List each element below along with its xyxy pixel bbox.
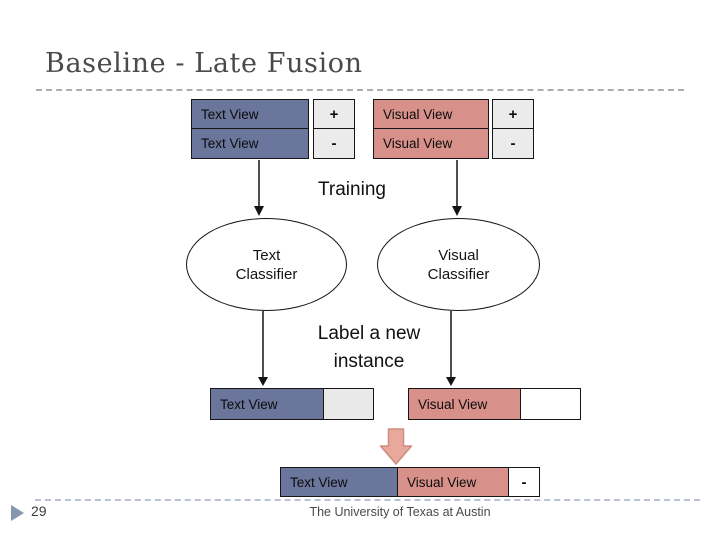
arrowhead-text-label — [258, 377, 268, 386]
training-text-pos-sign: + — [313, 99, 355, 129]
training-visual-neg-sign: - — [492, 128, 534, 159]
block-down-arrow-icon — [379, 428, 413, 465]
training-text-neg-sign: - — [313, 128, 355, 159]
arrowhead-text-training — [254, 206, 264, 216]
arrowhead-visual-label — [446, 377, 456, 386]
test-text-view-cell: Text View — [210, 388, 324, 420]
result-text-view-cell: Text View — [280, 467, 398, 497]
footer-divider — [35, 499, 700, 501]
test-text-empty-cell — [323, 388, 374, 420]
page-bullet-icon — [11, 505, 24, 521]
result-sign-cell: - — [508, 467, 540, 497]
training-label: Training — [318, 179, 386, 200]
training-text-view-pos-cell: Text View — [191, 99, 309, 129]
arrowhead-visual-training — [452, 206, 462, 216]
training-text-view-neg-cell: Text View — [191, 128, 309, 159]
label-new-instance-label: Label a new instance — [317, 323, 421, 372]
slide-title: Baseline - Late Fusion — [45, 48, 363, 79]
text-classifier-ellipse: Text Classifier — [186, 218, 347, 311]
test-visual-view-cell: Visual View — [408, 388, 521, 420]
footer-institution: The University of Texas at Austin — [309, 505, 491, 519]
result-visual-view-cell: Visual View — [397, 467, 509, 497]
title-divider — [36, 89, 684, 91]
training-visual-pos-sign: + — [492, 99, 534, 129]
text-classifier-label: Text Classifier — [235, 246, 298, 283]
training-visual-view-neg-cell: Visual View — [373, 128, 489, 159]
visual-classifier-ellipse: Visual Classifier — [377, 218, 540, 311]
test-visual-empty-cell — [520, 388, 581, 420]
training-visual-view-pos-cell: Visual View — [373, 99, 489, 129]
visual-classifier-label: Visual Classifier — [427, 246, 490, 283]
page-number: 29 — [31, 503, 47, 519]
